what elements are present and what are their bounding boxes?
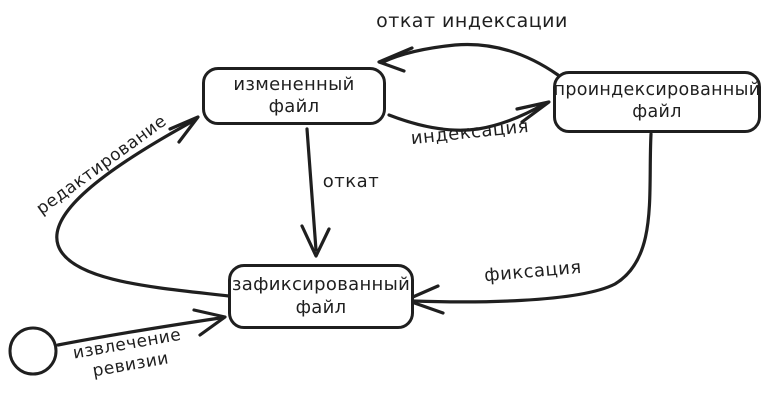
edge-unstage-arrow (377, 42, 560, 77)
node-committed-file-label-line1: зафиксированный (231, 274, 411, 295)
edge-stage-arrow (387, 100, 551, 132)
edge-edit-arrow (55, 115, 231, 298)
node-staged-file-label-line2: файл (632, 102, 682, 122)
edge-unstage-label: откат индексации (376, 10, 568, 32)
node-committed-file-label-line2: файл (295, 296, 347, 318)
node-staged-file: проиндексированный файл (553, 71, 761, 133)
start-state-circle (8, 326, 58, 376)
edge-revert-label: откат (322, 171, 380, 192)
node-staged-file-label-line1: проиндексированный (553, 80, 761, 101)
node-modified-file-label: измененный файл (233, 73, 355, 118)
node-committed-file: зафиксированный файл (228, 264, 414, 329)
edge-commit-arrow (404, 132, 653, 315)
edge-checkout-arrow (56, 308, 227, 347)
edge-revert-arrow (300, 127, 331, 258)
node-modified-file: измененный файл (202, 67, 386, 125)
